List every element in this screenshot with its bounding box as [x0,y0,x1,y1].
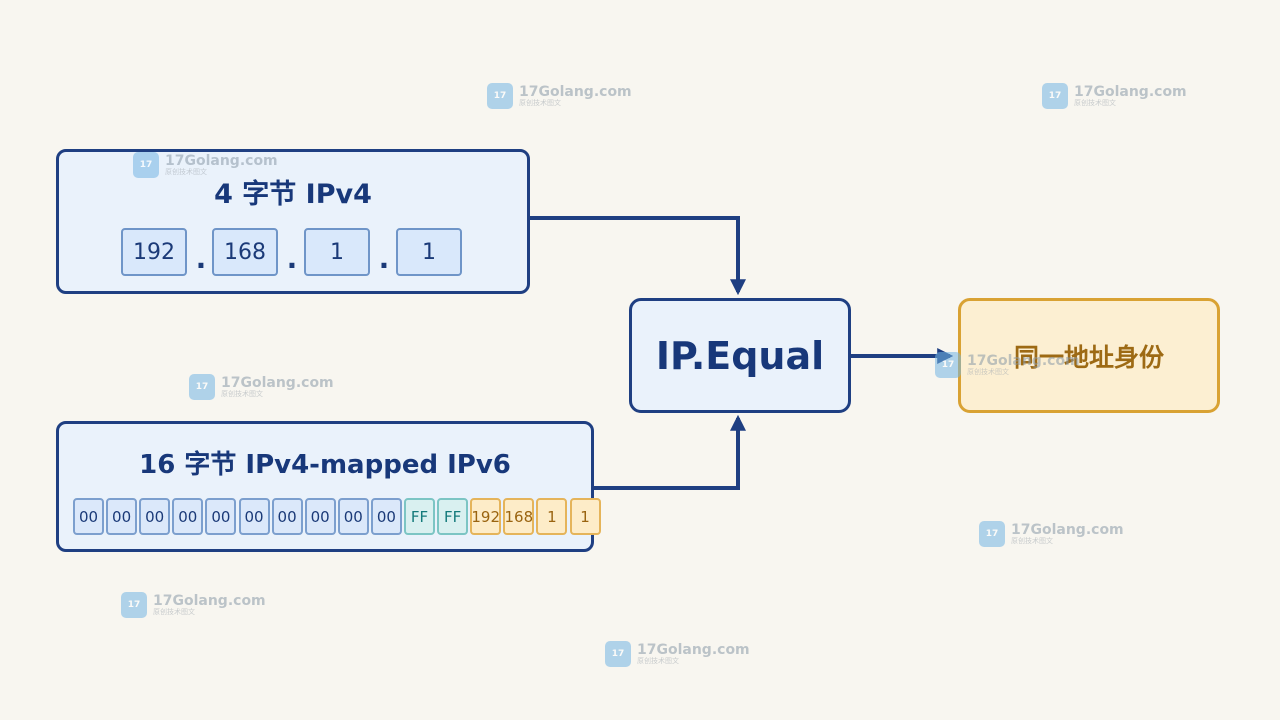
result-node: 同一地址身份 [958,298,1220,413]
ipv6-byte-cell: 00 [238,498,270,535]
ipv6-title: 16 字节 IPv4-mapped IPv6 [139,450,511,480]
ipv6-byte-cell: 00 [304,498,336,535]
ipv6-byte-cell: 00 [271,498,303,535]
dot-separator: . [286,242,298,275]
arrow-ipv4-to-equal [529,216,746,296]
ipv4-octet: 168 [212,228,278,276]
ipv6-byte-cell: 1 [569,498,601,535]
ipv4-octet: 192 [121,228,187,276]
arrow-ipv6-to-equal [594,414,746,490]
ipv6-byte-cell: 192 [470,498,502,535]
ipv6-byte-cell: FF [437,498,469,535]
ipv4-octet: 1 [396,228,462,276]
dot-separator: . [195,242,207,275]
ipv6-byte-cell: 168 [503,498,535,535]
ipv6-byte-cell: 00 [73,498,104,535]
ipv6-byte-cell: 00 [370,498,402,535]
ipv6-byte-cell: 00 [139,498,171,535]
ipv6-byte-cell: 00 [106,498,138,535]
ip-equal-node: IP.Equal [629,298,851,413]
ipv6-byte-cell: 00 [337,498,369,535]
dot-separator: . [378,242,390,275]
ipv4-box: 4 字节 IPv4 192 . 168 . 1 . 1 [56,149,530,294]
ipv6-byte-cell: 1 [536,498,568,535]
ipv6-byte-cell: 00 [205,498,237,535]
ipv4-octet: 1 [304,228,370,276]
ipv6-byte-cell: FF [404,498,435,535]
ipv6-byte-cell: 00 [172,498,204,535]
ipv4-title: 4 字节 IPv4 [214,179,372,210]
